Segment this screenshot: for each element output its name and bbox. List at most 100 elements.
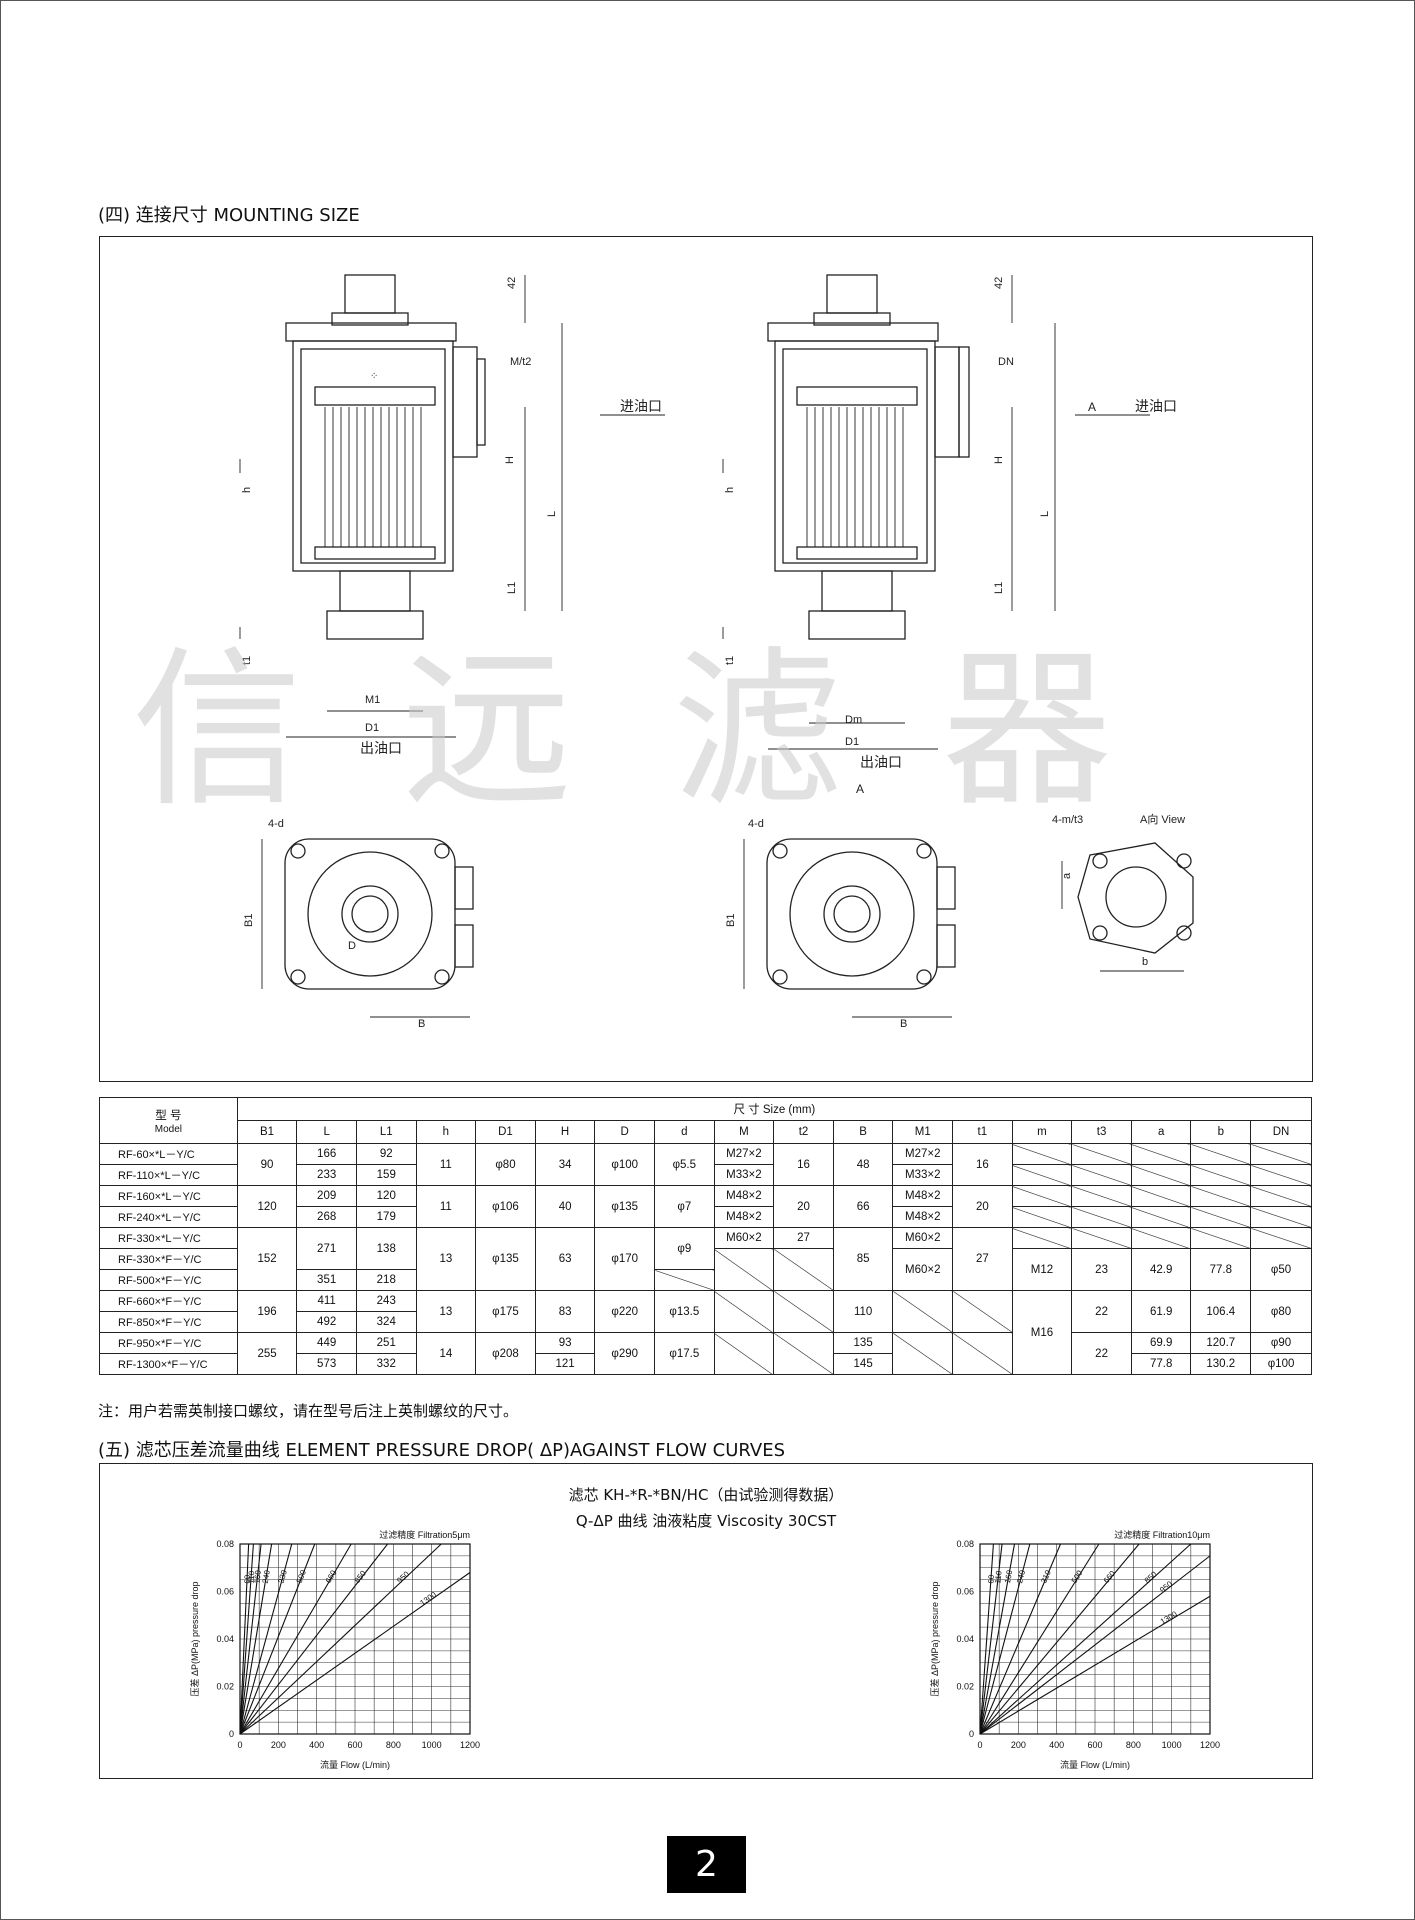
plan-view-right bbox=[766, 838, 956, 990]
series-label: 110 bbox=[993, 1570, 1003, 1584]
series-label: 160 bbox=[252, 1569, 262, 1584]
series-line bbox=[979, 1543, 1192, 1735]
col-header: m bbox=[1011, 1120, 1073, 1144]
dim-d1-left: D1 bbox=[365, 722, 379, 734]
dim-b-right: B bbox=[900, 1018, 907, 1030]
label-a-arrow: A bbox=[1088, 400, 1096, 414]
x-tick-label: 200 bbox=[1011, 1740, 1026, 1750]
series-label: 1300 bbox=[1159, 1609, 1179, 1626]
curves-title-line2: Q-ΔP 曲线 油液粘度 Viscosity 30CST bbox=[575, 1512, 837, 1530]
label-dn: DN bbox=[998, 356, 1014, 368]
y-tick-label: 0.08 bbox=[216, 1539, 234, 1549]
col-header: t3 bbox=[1071, 1120, 1132, 1144]
dim-l-left: L bbox=[546, 511, 558, 517]
y-tick-label: 0.02 bbox=[956, 1682, 974, 1692]
dim-d1-right: D1 bbox=[845, 736, 859, 748]
series-line bbox=[239, 1543, 273, 1735]
dim-b1-right: B1 bbox=[725, 914, 737, 927]
y-tick-label: 0 bbox=[969, 1729, 974, 1739]
dim-h-small-right: h bbox=[724, 487, 736, 493]
col-header: B bbox=[832, 1120, 894, 1144]
series-label: 60 bbox=[243, 1574, 252, 1584]
x-tick-label: 400 bbox=[309, 1740, 324, 1750]
series-line bbox=[239, 1543, 250, 1735]
y-tick-label: 0.06 bbox=[956, 1587, 974, 1597]
table-row: RF-330×*F－Y/C M60×2 M12 23 42.9 77.8 φ50 bbox=[99, 1248, 1312, 1291]
filter-drawing-right bbox=[767, 274, 970, 640]
page-number: 2 bbox=[667, 1836, 746, 1893]
series-line bbox=[979, 1543, 1062, 1735]
series-line bbox=[239, 1543, 442, 1735]
y-axis-label: 压差 ΔP(MPa) pressure drop bbox=[929, 1581, 940, 1696]
dim-t1-right: t1 bbox=[724, 656, 736, 665]
imperial-thread-note: 注：用户若需英制接口螺纹，请在型号后注上英制螺纹的尺寸。 bbox=[98, 1402, 519, 1420]
x-axis-label: 流量 Flow (L/min) bbox=[1060, 1759, 1130, 1770]
series-line bbox=[239, 1543, 389, 1735]
plan-view-left bbox=[284, 838, 474, 990]
x-tick-label: 1000 bbox=[422, 1740, 442, 1750]
y-tick-label: 0.02 bbox=[216, 1682, 234, 1692]
dim-l1-left: L1 bbox=[506, 582, 518, 594]
x-tick-label: 800 bbox=[386, 1740, 401, 1750]
series-line bbox=[239, 1543, 262, 1735]
series-line bbox=[239, 1572, 471, 1735]
series-line bbox=[979, 1555, 1211, 1735]
table-row: RF-330×*L－Y/C 152 271 138 13 φ135 63 φ17… bbox=[99, 1227, 1312, 1291]
col-header: a bbox=[1130, 1120, 1192, 1144]
x-tick-label: 1200 bbox=[1200, 1740, 1220, 1750]
series-line bbox=[979, 1543, 994, 1735]
series-label: 310 bbox=[1039, 1568, 1053, 1584]
col-header: H bbox=[534, 1120, 596, 1144]
y-tick-label: 0.06 bbox=[216, 1587, 234, 1597]
chart-grid bbox=[239, 1543, 471, 1735]
series-label: 950 bbox=[1158, 1579, 1174, 1595]
label-inlet-left: 进油口 bbox=[620, 398, 662, 414]
mounting-drawings: ⁘ 42 M/t2 进油口 H L L1 h t1 M1 D1 出油口 bbox=[239, 274, 1194, 1030]
series-label: 160 bbox=[1003, 1569, 1014, 1584]
col-header: L bbox=[296, 1120, 357, 1144]
col-header: DN bbox=[1250, 1120, 1312, 1144]
series-label: 660 bbox=[1102, 1569, 1118, 1585]
series-label: 110 bbox=[246, 1570, 256, 1584]
x-tick-label: 600 bbox=[347, 1740, 362, 1750]
col-header: M bbox=[713, 1120, 775, 1144]
table-row: RF-1300×*F－Y/C 573 332 121 145 77.8 130.… bbox=[99, 1353, 1312, 1375]
col-header: b bbox=[1190, 1120, 1252, 1144]
dim-h-small-left: h bbox=[241, 487, 253, 493]
x-tick-label: 400 bbox=[1049, 1740, 1064, 1750]
label-inlet-right: 进油口 bbox=[1135, 398, 1177, 414]
col-header: t2 bbox=[773, 1120, 834, 1144]
table-row: RF-60×*L－Y/C 90 166 92 11 φ80 34 φ100 φ5… bbox=[99, 1143, 1312, 1186]
x-tick-label: 1000 bbox=[1162, 1740, 1182, 1750]
series-line bbox=[979, 1543, 1031, 1735]
series-line bbox=[979, 1543, 1003, 1735]
x-axis-label: 流量 Flow (L/min) bbox=[320, 1759, 390, 1770]
dim-m1-left: M1 bbox=[365, 694, 380, 706]
dim-l1-right: L1 bbox=[993, 582, 1005, 594]
series-label: 60 bbox=[986, 1574, 996, 1584]
y-axis-label: 压差 ΔP(MPa) pressure drop bbox=[189, 1581, 200, 1696]
section-title-pressure-drop: (五) 滤芯压差流量曲线 ELEMENT PRESSURE DROP( ΔP)A… bbox=[98, 1440, 786, 1461]
series-line bbox=[979, 1543, 1100, 1735]
series-label: 240 bbox=[261, 1569, 272, 1584]
series-label: 660 bbox=[324, 1568, 339, 1585]
dim-a-small: a bbox=[1061, 872, 1073, 879]
dim-l-right: L bbox=[1039, 511, 1051, 517]
size-header: 尺 寸 Size (mm) bbox=[236, 1097, 1313, 1121]
chart-title: 过滤精度 Filtration5μm bbox=[379, 1529, 470, 1540]
series-line bbox=[239, 1543, 316, 1735]
series-line bbox=[979, 1543, 1140, 1735]
table-row: RF-160×*L－Y/C 120 209 120 11 φ106 40 φ13… bbox=[99, 1185, 1312, 1228]
table-row: RF-950×*F－Y/C 255 449 251 14 φ208 93 φ29… bbox=[99, 1332, 1312, 1375]
table-row: RF-660×*F－Y/C 196 411 243 13 φ175 83 φ22… bbox=[99, 1290, 1312, 1375]
x-tick-label: 1200 bbox=[460, 1740, 480, 1750]
col-header: M1 bbox=[892, 1120, 954, 1144]
col-header: B1 bbox=[236, 1120, 298, 1144]
y-tick-label: 0.04 bbox=[216, 1634, 234, 1644]
dim-b1-left: B1 bbox=[243, 914, 255, 927]
x-tick-label: 800 bbox=[1126, 1740, 1141, 1750]
label-4-d-left: 4-d bbox=[268, 818, 284, 830]
series-line bbox=[239, 1543, 293, 1735]
dim-t1-left: t1 bbox=[241, 656, 253, 665]
